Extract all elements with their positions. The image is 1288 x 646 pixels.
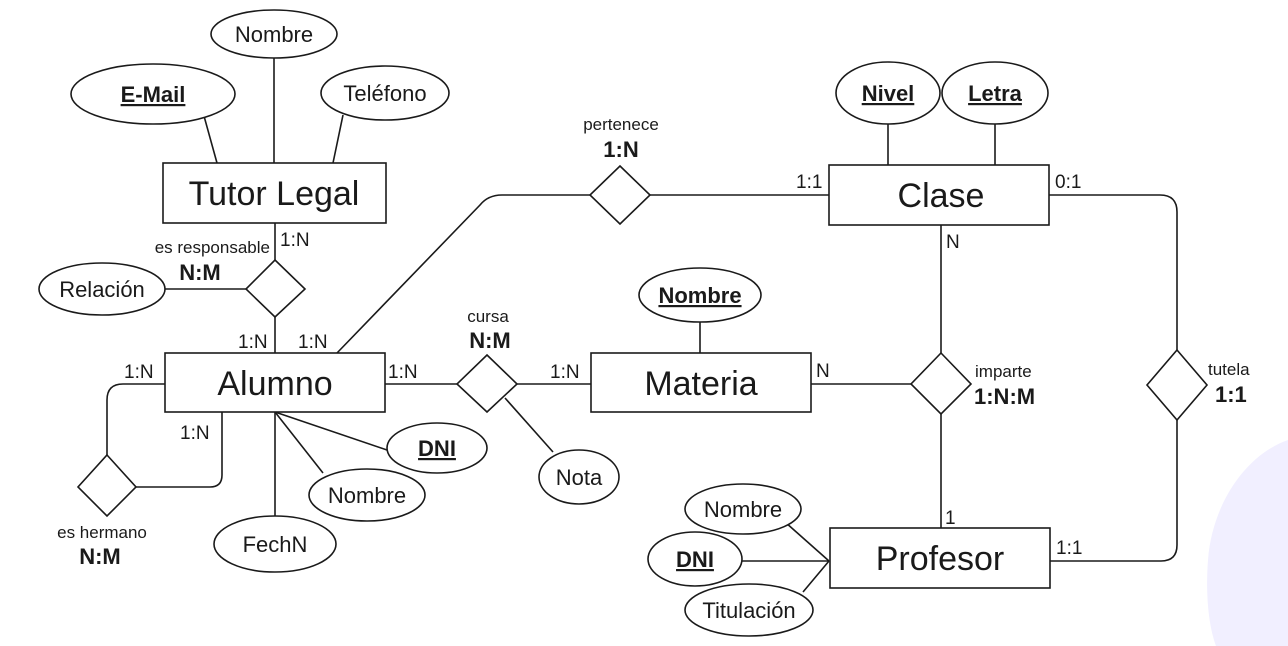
cardinality-label: 1:N <box>388 362 418 383</box>
relationship-imparte: imparte 1:N:M <box>909 351 1035 416</box>
attribute-label: Nombre <box>235 22 313 47</box>
relationship-name: es responsable <box>155 238 270 257</box>
connectors <box>106 51 1178 593</box>
attribute-clase-letra: Letra <box>941 61 1049 125</box>
attribute-label: Nombre <box>704 497 782 522</box>
attribute-label: DNI <box>418 436 456 461</box>
relationship-es-responsable: es responsable N:M <box>155 238 307 319</box>
entity-profesor: Profesor <box>829 527 1051 589</box>
cardinality-label: 1:N <box>550 362 580 383</box>
relationship-cursa: cursa N:M <box>455 307 519 414</box>
attribute-materia-nombre: Nombre <box>638 267 762 323</box>
attribute-tutor-email: E-Mail <box>70 63 236 125</box>
attribute-label: FechN <box>243 532 308 557</box>
relationship-cardinality: 1:N:M <box>974 384 1035 409</box>
attribute-label: Nivel <box>862 81 915 106</box>
attribute-profesor-nombre: Nombre <box>684 483 802 535</box>
entity-label: Alumno <box>217 365 332 403</box>
attribute-clase-nivel: Nivel <box>835 61 941 125</box>
cardinality-label: 1:1 <box>1056 538 1082 559</box>
attribute-label: Relación <box>59 277 145 302</box>
relationship-name: tutela <box>1208 360 1250 379</box>
attribute-label: Teléfono <box>343 81 426 106</box>
attribute-relacion: Relación <box>38 262 166 316</box>
relationship-tutela: tutela 1:1 <box>1145 348 1250 422</box>
cardinality-label: 1:1 <box>796 172 822 193</box>
attribute-label: Nota <box>556 465 603 490</box>
cardinality-label: 1:N <box>280 230 310 251</box>
relationship-name: cursa <box>467 307 509 326</box>
entity-label: Materia <box>644 365 757 403</box>
attribute-alumno-fechn: FechN <box>213 515 337 573</box>
attribute-alumno-dni: DNI <box>386 422 488 474</box>
relationship-cardinality: 1:1 <box>1215 382 1247 407</box>
attribute-label: Titulación <box>702 598 795 623</box>
attribute-tutor-nombre: Nombre <box>210 9 338 59</box>
cardinality-labels: 1:1 0:1 N 1:N 1:N 1:N 1:N 1:N N 1:N 1:N … <box>124 172 1082 559</box>
relationship-cardinality: N:M <box>179 260 221 285</box>
cardinality-label: 1:N <box>238 332 268 353</box>
attribute-label: E-Mail <box>121 82 186 107</box>
cardinality-label: 1:N <box>298 332 328 353</box>
entity-label: Clase <box>898 177 985 215</box>
cardinality-label: 0:1 <box>1055 172 1081 193</box>
attribute-nota: Nota <box>538 449 620 505</box>
cardinality-label: N <box>816 361 830 382</box>
entity-alumno: Alumno <box>164 352 386 413</box>
attribute-label: Nombre <box>658 283 741 308</box>
relationship-cardinality: 1:N <box>603 137 638 162</box>
relationship-pertenece: pertenece 1:N <box>583 115 659 226</box>
entity-clase: Clase <box>828 164 1050 226</box>
relationship-name: es hermano <box>57 523 147 542</box>
cardinality-label: 1 <box>945 508 956 529</box>
entity-materia: Materia <box>590 352 812 413</box>
cardinality-label: 1:N <box>124 362 154 383</box>
cardinality-label: 1:N <box>180 423 210 444</box>
relationship-cardinality: N:M <box>469 328 511 353</box>
relationship-es-hermano: es hermano N:M <box>57 453 147 569</box>
attribute-alumno-nombre: Nombre <box>308 468 426 522</box>
relationship-cardinality: N:M <box>79 544 121 569</box>
attribute-label: Letra <box>968 81 1023 106</box>
watermark-shape <box>1207 440 1288 646</box>
attribute-label: DNI <box>676 547 714 572</box>
cardinality-label: N <box>946 232 960 253</box>
entity-label: Tutor Legal <box>189 175 360 213</box>
attribute-profesor-dni: DNI <box>647 531 743 587</box>
attribute-tutor-telefono: Teléfono <box>320 65 450 121</box>
entity-label: Profesor <box>876 540 1005 578</box>
entity-tutor-legal: Tutor Legal <box>162 162 387 224</box>
attribute-profesor-titulacion: Titulación <box>684 583 814 637</box>
attribute-label: Nombre <box>328 483 406 508</box>
relationship-name: pertenece <box>583 115 659 134</box>
relationship-name: imparte <box>975 362 1032 381</box>
